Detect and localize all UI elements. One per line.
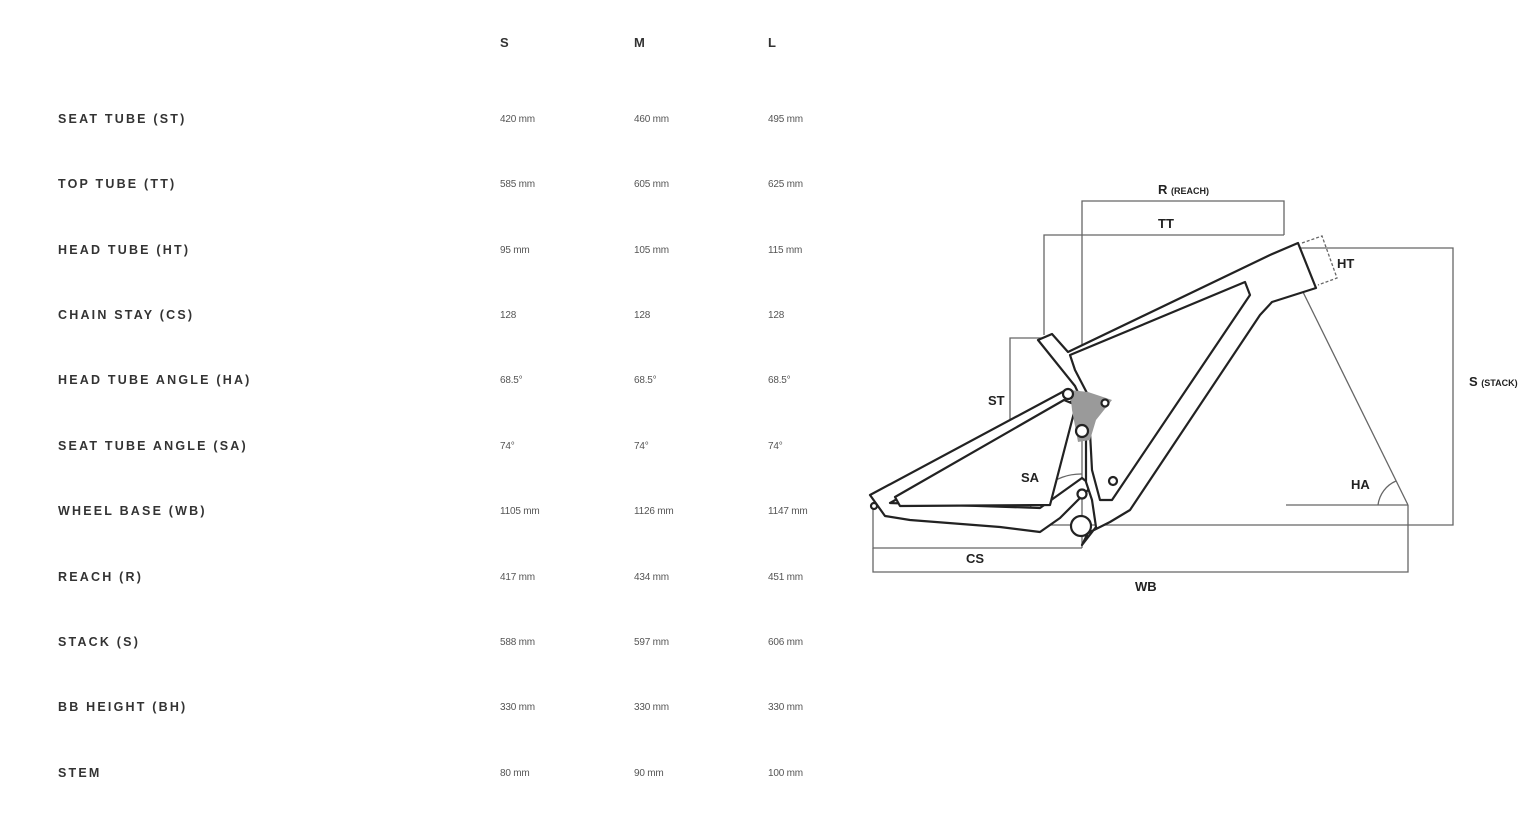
row-label: CHAIN STAY (CS) [58,308,195,322]
value-cell: 330 mm [768,702,803,713]
head-angle-line [1301,289,1409,506]
head-tube-label: HT [1337,256,1354,271]
row-label: BB HEIGHT (BH) [58,700,188,714]
value-cell: 128 [500,310,517,321]
seat-tube-dimension [1009,247,1454,526]
value-cell: 74° [634,441,649,452]
value-cell: 90 mm [634,768,664,779]
value-cell: 625 mm [768,179,803,190]
value-cell: 95 mm [500,245,530,256]
value-cell: 74° [768,441,783,452]
row-label: WHEEL BASE (WB) [58,504,207,518]
head-angle-arc [1377,480,1397,506]
value-cell: 330 mm [500,702,535,713]
value-cell: 597 mm [634,637,669,648]
row-label: HEAD TUBE (HT) [58,243,191,257]
value-cell: 128 [634,310,651,321]
row-label: REACH (R) [58,570,144,584]
bike-frame [868,241,1318,547]
seat-tube-label: ST [988,393,1005,408]
row-label: SEAT TUBE ANGLE (SA) [58,439,248,453]
chain-stay-label: CS [966,551,984,566]
wheelbase-label: WB [1135,579,1157,594]
value-cell: 417 mm [500,572,535,583]
row-label: HEAD TUBE ANGLE (HA) [58,373,252,387]
wheelbase-dimension [872,505,1409,573]
value-cell: 420 mm [500,114,535,125]
value-cell: 105 mm [634,245,669,256]
bottom-bracket [1069,514,1093,538]
head-angle-label: HA [1351,477,1370,492]
size-header-l: L [768,35,776,50]
value-cell: 585 mm [500,179,535,190]
value-cell: 68.5° [768,375,791,386]
top-tube-dimension [1043,234,1284,335]
value-cell: 128 [768,310,785,321]
value-cell: 68.5° [634,375,657,386]
value-cell: 1126 mm [634,506,674,517]
rear-dropout [869,501,879,511]
value-cell: 1147 mm [768,506,808,517]
value-cell: 80 mm [500,768,530,779]
value-cell: 606 mm [768,637,803,648]
head-tube-dimension [1301,235,1338,286]
row-label: SEAT TUBE (ST) [58,112,187,126]
seat-angle-label: SA [1021,470,1040,485]
value-cell: 460 mm [634,114,669,125]
row-label: TOP TUBE (TT) [58,177,177,191]
row-label: STACK (S) [58,635,141,649]
value-cell: 68.5° [500,375,523,386]
value-cell: 605 mm [634,179,669,190]
size-header-m: M [634,35,645,50]
value-cell: 495 mm [768,114,803,125]
value-cell: 330 mm [634,702,669,713]
value-cell: 74° [500,441,515,452]
value-cell: 588 mm [500,637,535,648]
row-label: STEM [58,766,102,780]
reach-label: R (REACH) [1158,182,1209,197]
value-cell: 100 mm [768,768,803,779]
size-header-s: S [500,35,509,50]
value-cell: 1105 mm [500,506,540,517]
stack-label: S (STACK) [1469,374,1518,389]
value-cell: 434 mm [634,572,669,583]
value-cell: 451 mm [768,572,803,583]
top-tube-label: TT [1158,216,1174,231]
value-cell: 115 mm [768,245,803,256]
